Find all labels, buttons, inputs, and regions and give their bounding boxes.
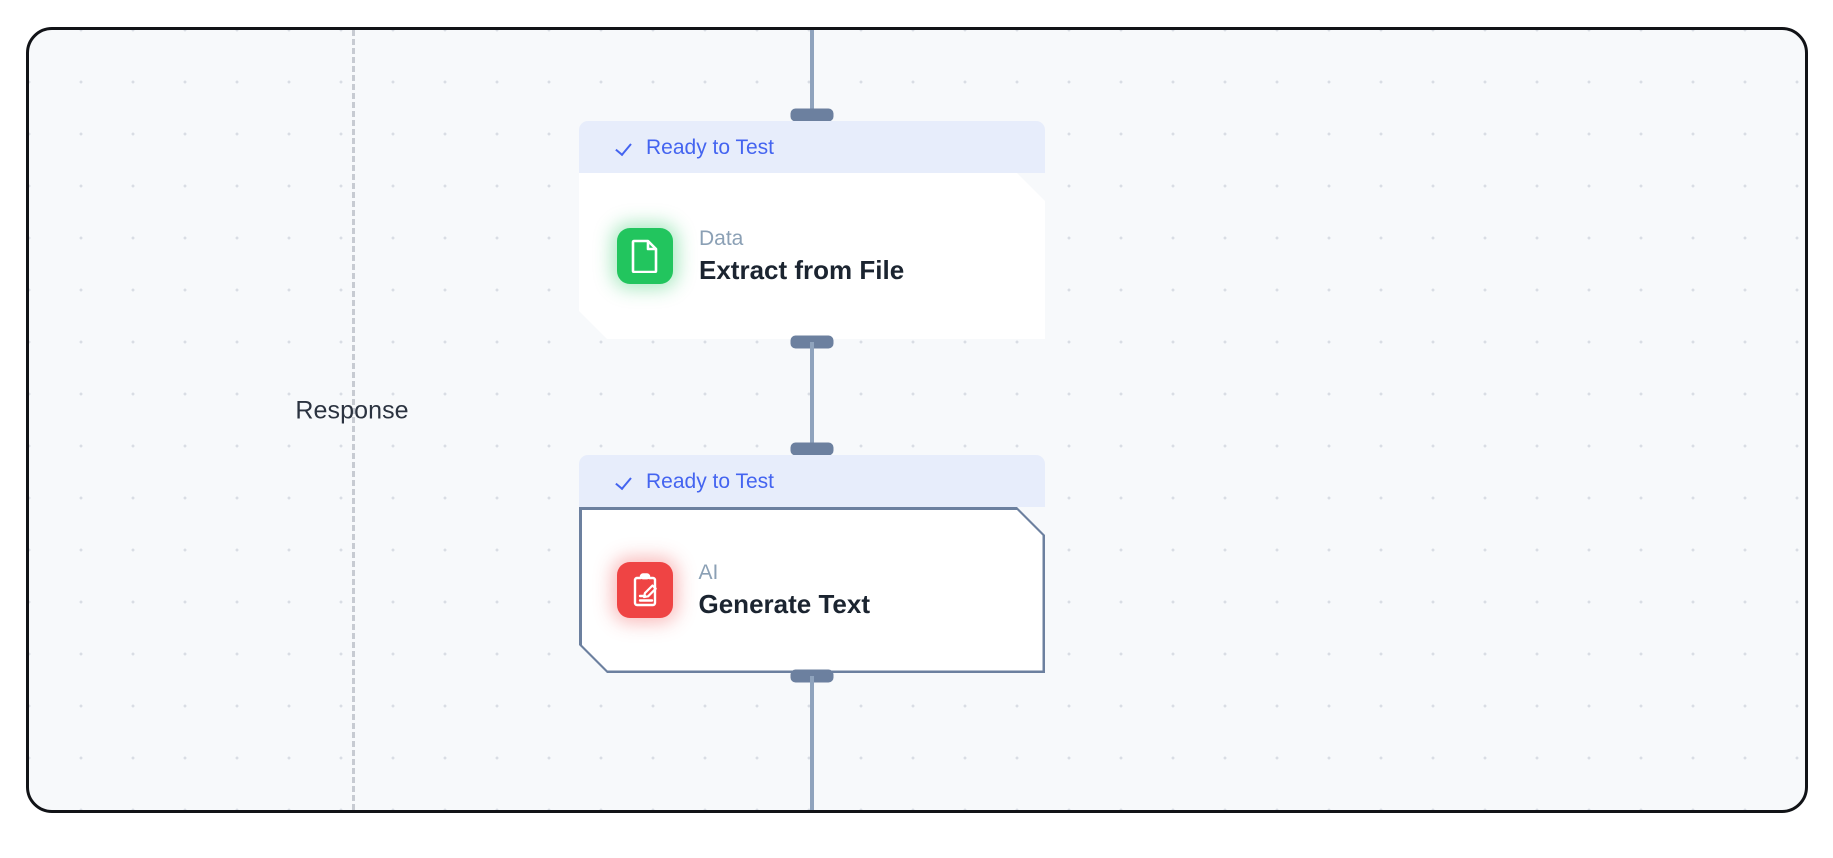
node-text-block: AI Generate Text [699, 562, 870, 619]
check-icon [617, 472, 636, 491]
edge-incoming-node-1[interactable] [810, 30, 814, 114]
node-title-label: Generate Text [698, 588, 870, 619]
edge-outgoing-node-2[interactable] [810, 676, 814, 810]
node-status-label: Ready to Test [646, 135, 775, 159]
check-icon [617, 138, 636, 157]
lane-label-response: Response [295, 396, 409, 425]
lane-divider [352, 30, 355, 810]
node-card-body[interactable]: Data Extract from File [579, 173, 1045, 339]
workflow-node-extract-from-file[interactable]: Ready to Test Data Extract from File [579, 121, 1045, 339]
handle-node-2-input[interactable] [790, 442, 834, 456]
node-status-label: Ready to Test [646, 469, 775, 493]
file-document-icon [617, 228, 673, 284]
node-status-bar: Ready to Test [579, 455, 1045, 507]
edge-node-1-to-node-2[interactable] [810, 342, 814, 448]
node-category-label: Data [699, 226, 744, 250]
node-status-bar: Ready to Test [579, 121, 1045, 173]
node-text-block: Data Extract from File [699, 228, 904, 285]
workflow-canvas[interactable]: Response Ready to Test Data Extract fr [26, 27, 1808, 813]
workflow-node-generate-text[interactable]: Ready to Test AI G [579, 455, 1045, 673]
clipboard-pencil-icon [617, 562, 673, 618]
node-card-inner: AI Generate Text [582, 510, 1043, 671]
node-title-label: Extract from File [699, 254, 905, 285]
node-card-body[interactable]: AI Generate Text [579, 507, 1045, 673]
handle-node-1-input[interactable] [790, 108, 834, 122]
node-category-label: AI [698, 560, 719, 584]
